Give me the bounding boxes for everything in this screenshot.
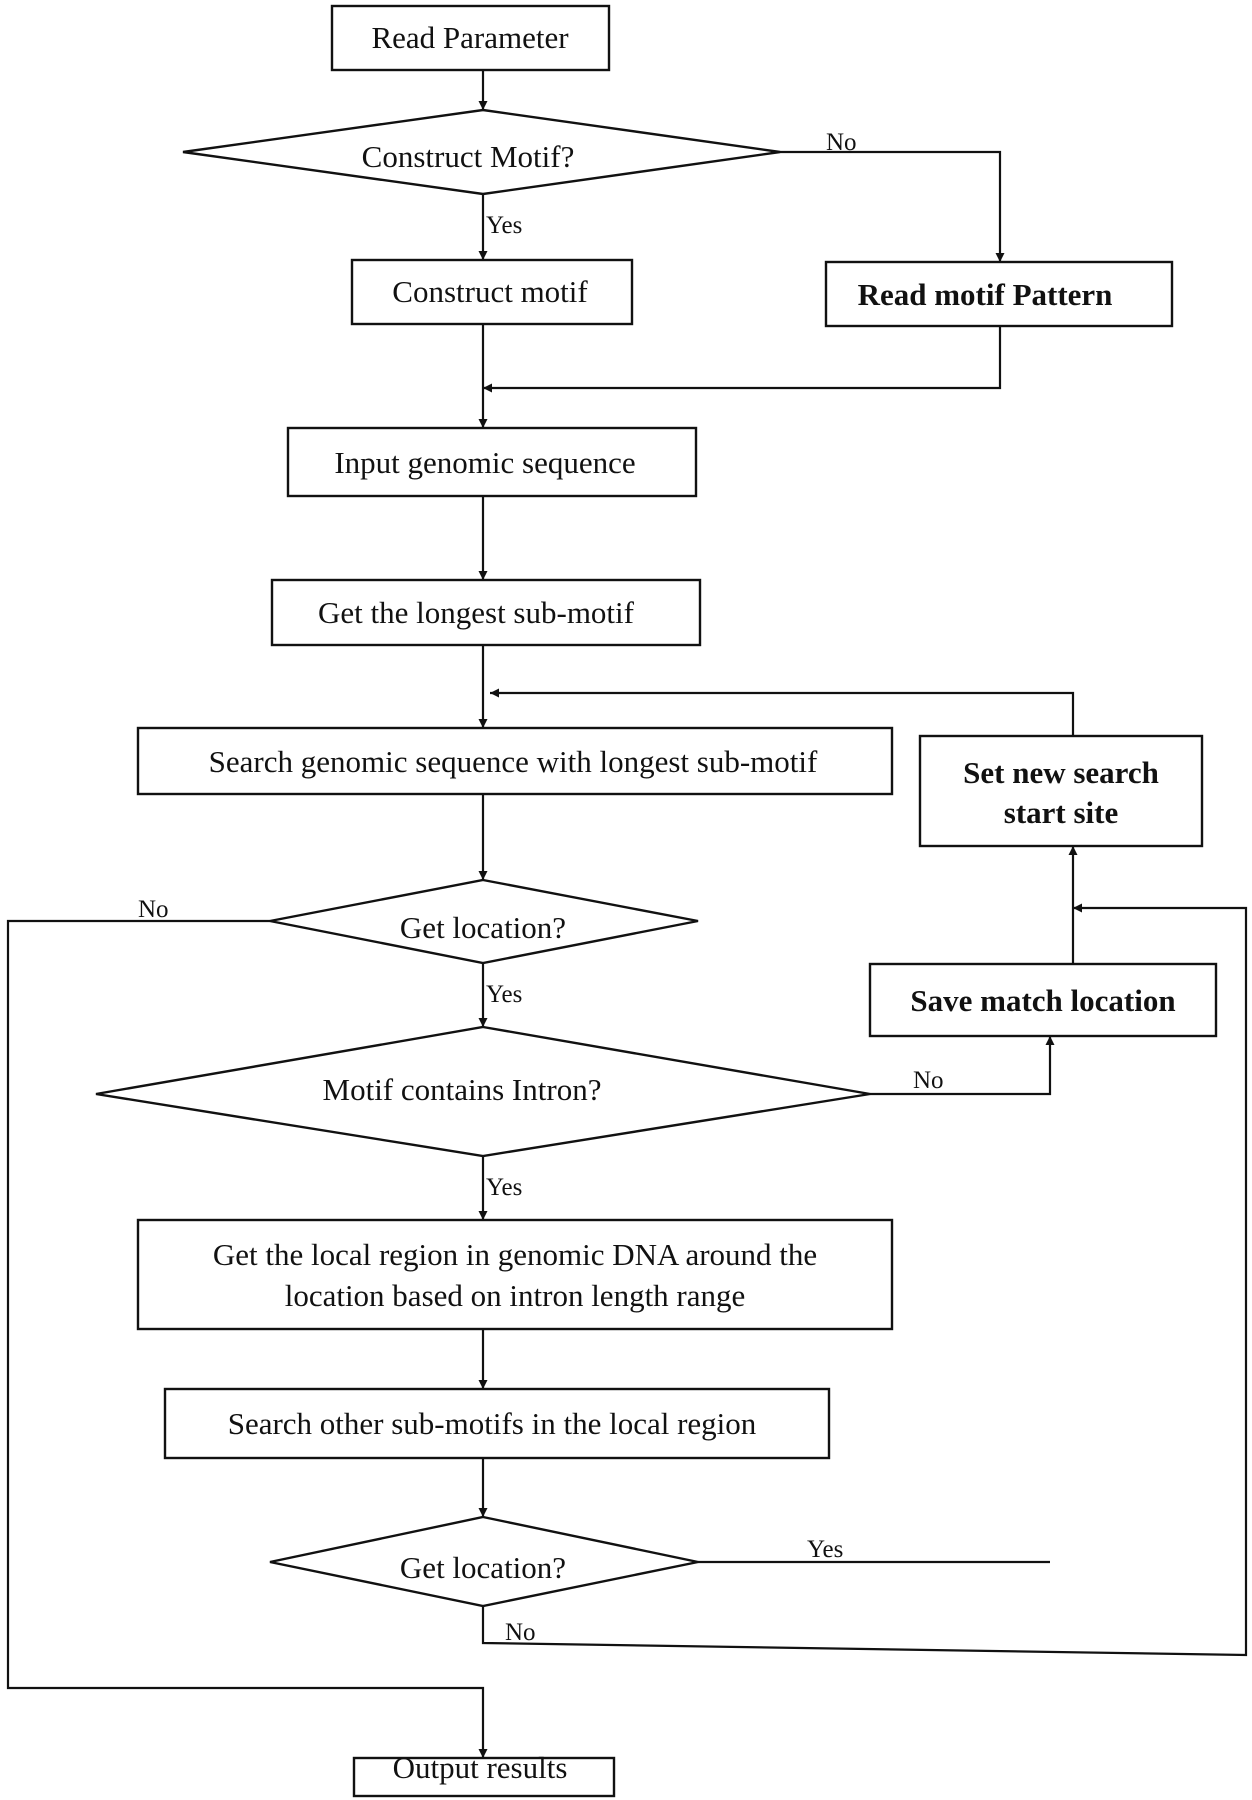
node-save-match-location: Save match location [868,962,1218,1038]
node-input-genomic-sequence: Input genomic sequence [286,426,698,498]
decision-get-location-1: Get location? [269,878,699,965]
arrow-location1-no [6,919,488,1758]
node-output-results-label: Output results [393,1750,568,1785]
arrow-construct-no [780,150,1005,262]
node-read-motif-pattern: Read motif Pattern [824,260,1174,328]
arrow-new-start-loop [490,688,1075,736]
edge-label-construct-yes: Yes [486,212,522,239]
decision-construct-motif-label: Construct Motif? [362,139,575,174]
edge-label-intron-yes: Yes [486,1174,522,1201]
node-read-parameter-label: Read Parameter [371,20,569,55]
arrow-location2-no [481,903,1248,1657]
edge-label-location1-no: No [138,896,169,923]
node-search-with-longest: Search genomic sequence with longest sub… [136,726,894,796]
decision-get-location-2: Get location? [269,1515,699,1608]
decision-get-location-1-label: Get location? [400,910,566,945]
node-save-match-location-label: Save match location [910,983,1175,1018]
node-get-local-region: Get the local region in genomic DNA arou… [136,1218,894,1331]
edge-label-location2-yes: Yes [807,1536,843,1563]
node-get-longest-sub-motif: Get the longest sub-motif [270,578,702,647]
node-read-motif-pattern-label: Read motif Pattern [858,277,1113,312]
arrow-intron-no [870,1036,1055,1096]
connectors [6,70,1248,1758]
node-search-with-longest-label: Search genomic sequence with longest sub… [209,744,818,779]
edge-label-location1-yes: Yes [486,981,522,1008]
node-get-local-region-line1: Get the local region in genomic DNA arou… [213,1237,817,1272]
node-set-new-search-start-line2: start site [1004,795,1118,830]
node-search-other-sub-motifs: Search other sub-motifs in the local reg… [163,1387,831,1460]
node-get-local-region-line2: location based on intron length range [285,1278,746,1313]
node-set-new-search-start: Set new search start site [918,734,1204,848]
decision-construct-motif: Construct Motif? [182,108,781,196]
arrow-read-pattern-merge [483,326,1002,393]
node-set-new-search-start-line1: Set new search [963,755,1159,790]
node-output-results: Output results [352,1750,616,1798]
edge-label-construct-no: No [826,129,857,156]
edge-labels: No Yes No Yes No Yes Yes No [138,129,944,1646]
node-construct-motif-label: Construct motif [392,274,588,309]
decision-motif-contains-intron-label: Motif contains Intron? [323,1072,602,1107]
node-search-other-sub-motifs-label: Search other sub-motifs in the local reg… [228,1406,757,1441]
edge-label-location2-no: No [505,1619,536,1646]
decision-motif-contains-intron: Motif contains Intron? [95,1025,871,1158]
node-construct-motif: Construct motif [350,258,634,326]
edge-label-intron-no: No [913,1067,944,1094]
decision-get-location-2-label: Get location? [400,1550,566,1585]
node-get-longest-sub-motif-label: Get the longest sub-motif [318,595,635,630]
node-input-genomic-sequence-label: Input genomic sequence [334,445,635,480]
node-read-parameter: Read Parameter [330,4,611,72]
